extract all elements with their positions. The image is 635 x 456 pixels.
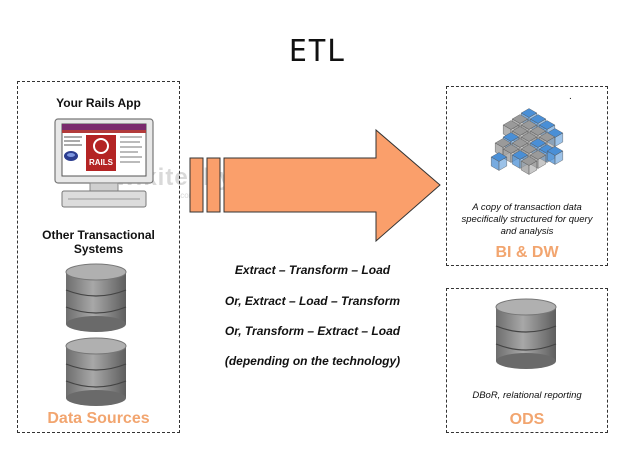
bi-dw-box: . A copy of transaction data specificall… [446,86,608,266]
other-systems-label: Other Transactional Systems [42,228,155,256]
bi-description: A copy of transaction data specifically … [461,202,593,237]
ods-label: ODS [509,411,545,428]
bi-dot: . [569,91,572,102]
database-icon [65,337,127,406]
database-icon [65,263,127,332]
watermark-sub: .com [178,191,196,200]
rails-logo-text: RAILS [89,158,114,167]
process-line-3: Or, Transform – Extract – Load [224,324,401,338]
ods-description: DBoR, relational reporting [472,390,582,401]
page-title: ETL [288,34,347,69]
data-sources-box: Your Rails App RAILS Other Transactional… [17,81,180,433]
data-sources-label: Data Sources [47,410,150,427]
rails-app-label: Your Rails App [56,96,141,110]
database-icon [495,298,557,369]
process-line-4: (depending on the technology) [224,354,401,368]
bi-dw-label: BI & DW [495,244,559,261]
etl-arrow [189,128,441,243]
process-line-2: Or, Extract – Load – Transform [224,294,401,308]
ods-box: DBoR, relational reporting ODS [446,288,608,433]
process-line-1: Extract – Transform – Load [234,263,391,277]
computer-icon: RAILS [54,118,154,208]
data-cube-icon [490,108,564,175]
